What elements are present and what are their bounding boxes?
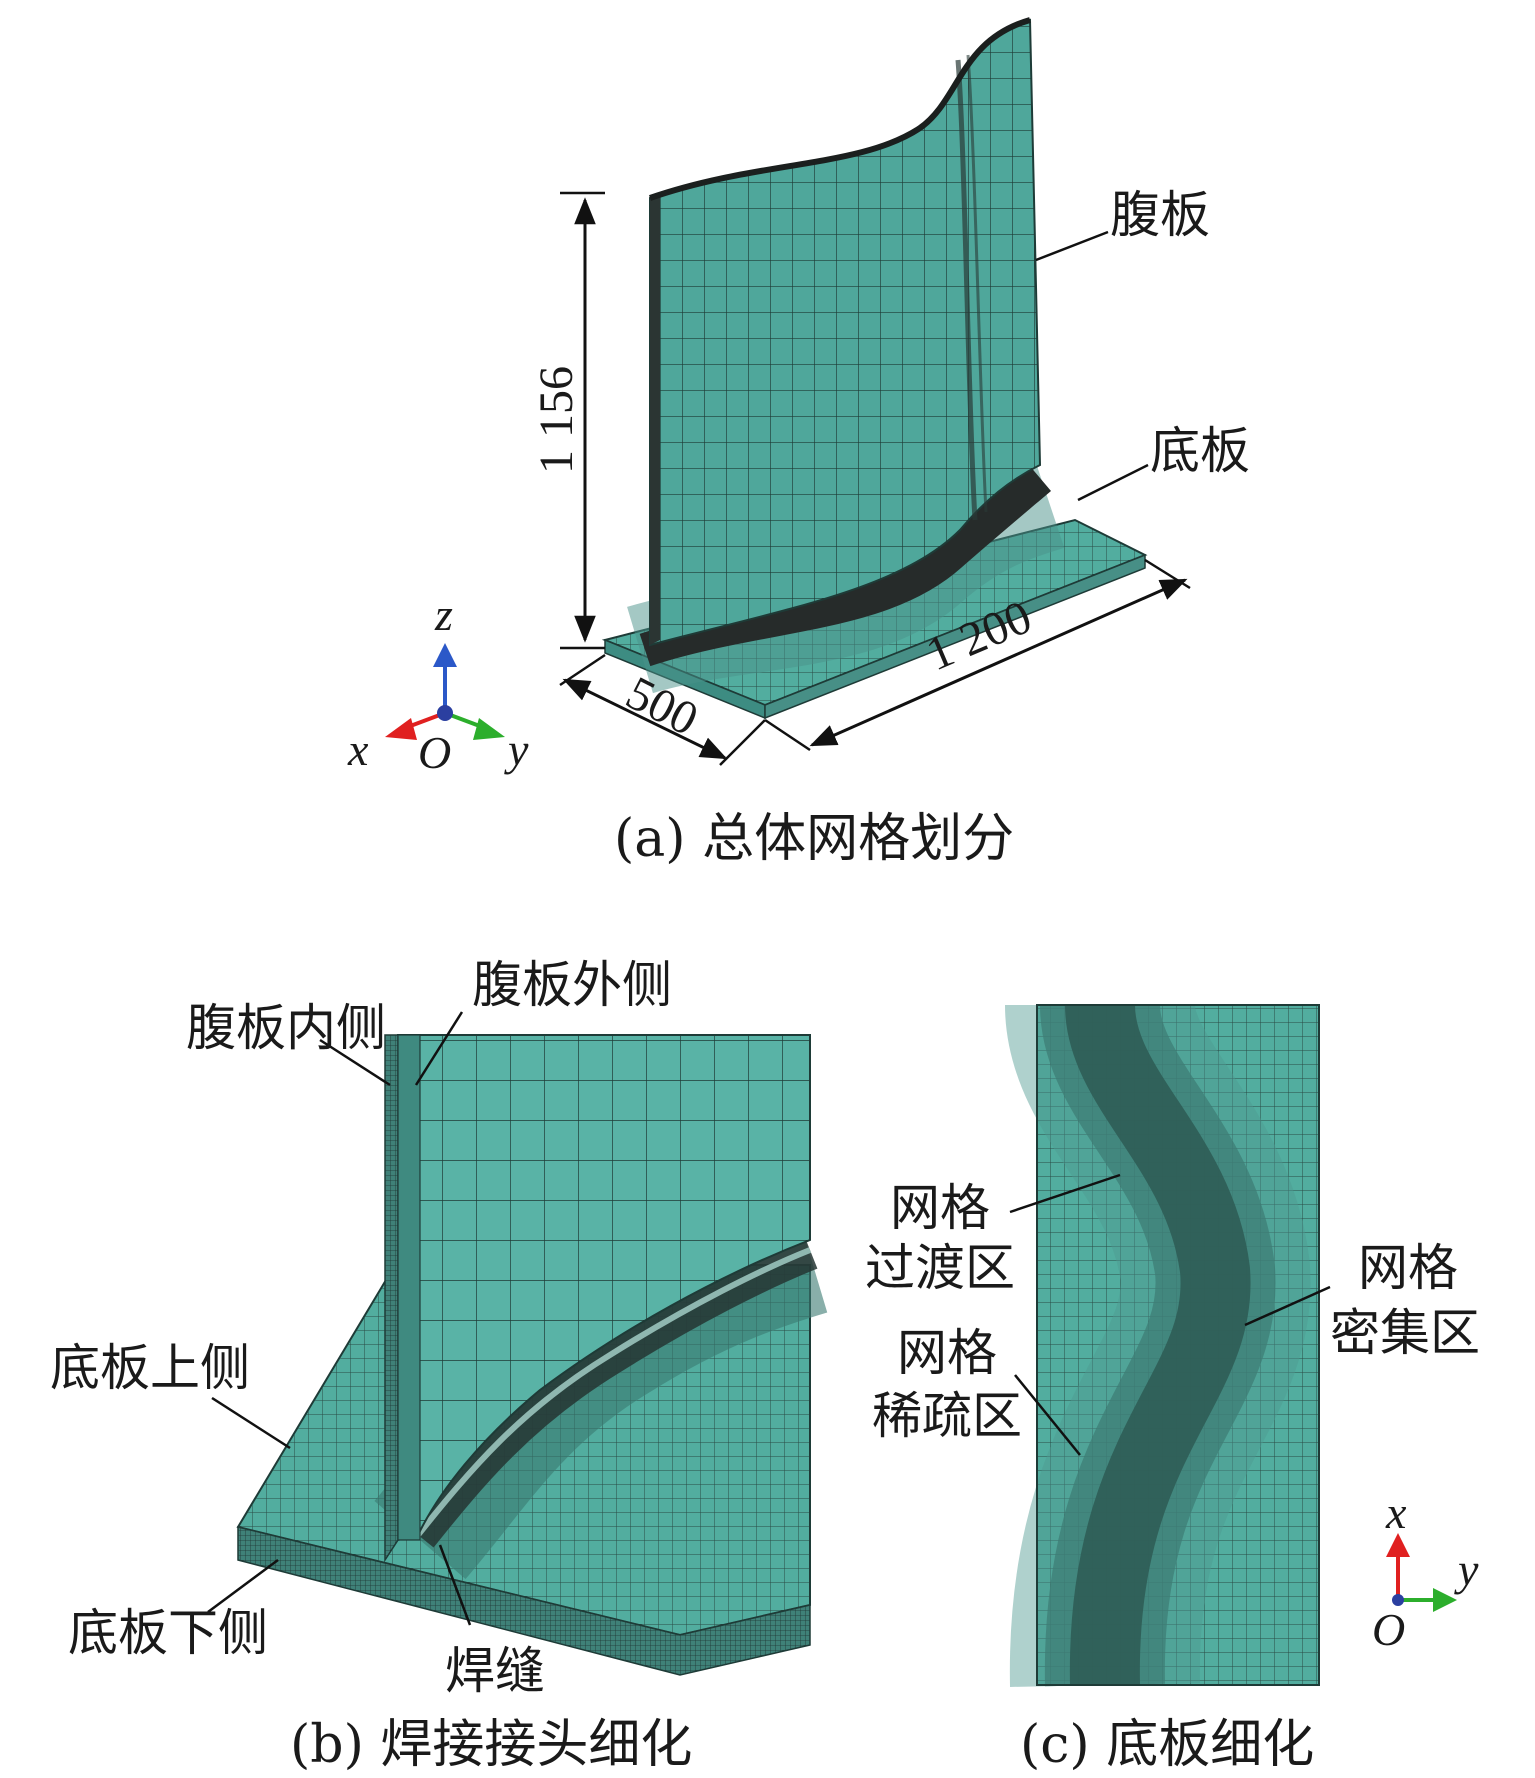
panel-b: 腹板内侧 腹板外侧 底板上侧 底板下侧 焊缝 (b) 焊接接头细化 (50, 956, 828, 1775)
caption-c: (c) 底板细化 (1020, 1715, 1314, 1775)
sparse-label-line-1: 网格 (897, 1324, 997, 1382)
base-top-leader (211, 1396, 291, 1450)
axis-y-label-c: y (1454, 1544, 1479, 1595)
base-label: 底板 (1150, 422, 1250, 480)
base-leader (1077, 463, 1149, 502)
transition-leader (1009, 1173, 1121, 1214)
sparse-leader (1014, 1374, 1081, 1456)
axis-triad-a: z x O y (347, 589, 529, 778)
caption-a: (a) 总体网格划分 (614, 809, 1014, 869)
base-bottom-leader (207, 1558, 279, 1614)
web-leader (1035, 230, 1109, 262)
weld-leader (438, 1544, 472, 1626)
web-label: 腹板 (1110, 186, 1210, 244)
panel-a: 1 156 500 1 200 腹板 底板 (347, 17, 1250, 869)
panel-c: 网格 过渡区 网格 密集区 网格 稀疏区 x y O (c) 底板细化 (865, 999, 1480, 1775)
axis-triad-c: x y O (1372, 1487, 1479, 1655)
transition-label-line-2: 过渡区 (865, 1239, 1015, 1297)
web-inner-leader (319, 1038, 391, 1087)
base-top-label: 底板上侧 (50, 1339, 250, 1397)
web-outer-leader (414, 1011, 464, 1086)
base-plate-refinement-mesh (1005, 999, 1320, 1687)
dense-label-line-1: 网格 (1358, 1239, 1458, 1297)
axis-y-label: y (504, 724, 529, 775)
axis-x-label-c: x (1385, 1487, 1407, 1538)
weld-label: 焊缝 (445, 1642, 545, 1700)
transition-label-line-1: 网格 (890, 1179, 990, 1237)
height-dimension-label: 1 156 (530, 366, 583, 474)
weld-joint-mesh (236, 1034, 828, 1676)
height-dimension: 1 156 (530, 191, 605, 650)
base-bottom-label: 底板下侧 (68, 1604, 268, 1662)
axis-origin-label: O (418, 727, 451, 778)
dense-label-line-2: 密集区 (1330, 1304, 1480, 1362)
sparse-label-line-2: 稀疏区 (872, 1387, 1022, 1445)
axis-origin-label-c: O (1372, 1604, 1405, 1655)
weld-bead (415, 1247, 812, 1537)
web-outer-label: 腹板外侧 (472, 956, 672, 1014)
axis-z-label: z (434, 589, 453, 640)
axis-x-label: x (347, 724, 369, 775)
dense-leader (1244, 1285, 1331, 1327)
web-inner-label: 腹板内侧 (186, 999, 386, 1057)
web-plate-mesh (649, 17, 1042, 647)
caption-b: (b) 焊接接头细化 (290, 1715, 692, 1775)
